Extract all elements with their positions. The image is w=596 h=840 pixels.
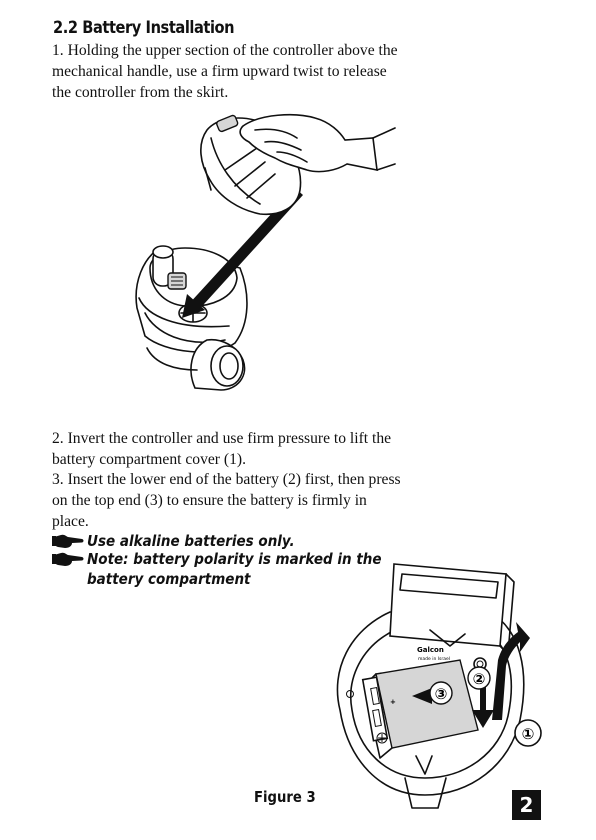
note-polarity: Note: battery polarity is marked in the … <box>52 549 414 589</box>
pointing-hand-icon <box>52 552 84 566</box>
callout-1-circle <box>514 719 542 747</box>
note-line: Note: battery polarity is marked in the <box>87 550 382 568</box>
figure-caption: Figure 3 <box>254 788 316 806</box>
step-1-line: the controller from the skirt. <box>52 84 229 101</box>
callout-3-circle <box>429 681 453 705</box>
callout-markers: ③ ② ① <box>429 666 542 747</box>
step-2-line: 2. Invert the controller and use firm pr… <box>52 430 392 447</box>
step-3-line: on the top end (3) to ensure the battery… <box>52 492 367 509</box>
step-1-text: 1. Holding the upper section of the cont… <box>52 40 398 103</box>
controller-removal-illustration <box>135 113 396 391</box>
note-line: battery compartment <box>87 570 251 588</box>
callout-1: ① <box>522 725 535 743</box>
callout-3: ③ <box>435 685 448 703</box>
step-2-line: battery compartment cover (1). <box>52 451 246 468</box>
step-1-line: 1. Holding the upper section of the cont… <box>52 42 398 59</box>
battery-drawing: + <box>361 659 479 759</box>
step-1-line: mechanical handle, use a firm upward twi… <box>52 63 387 80</box>
step-3-line: place. <box>52 513 89 530</box>
note-alkaline: Use alkaline batteries only. <box>52 531 318 551</box>
section-heading: 2.2 Battery Installation <box>53 18 235 38</box>
brand-text: Galcon <box>417 646 444 654</box>
page-number-badge: 2 <box>512 790 541 820</box>
battery-compartment-illustration: + Galcon made in Israel ③ ② ① <box>336 563 542 809</box>
motion-arrow <box>182 188 303 318</box>
step-2-text: 2. Invert the controller and use firm pr… <box>52 428 391 470</box>
pointing-hand-icon <box>52 534 84 548</box>
mechanical-handle-drawing <box>152 245 187 290</box>
plus-sign: + <box>390 698 396 706</box>
step-3-text: 3. Insert the lower end of the battery (… <box>52 469 401 532</box>
note-text: Note: battery polarity is marked in the … <box>87 549 382 589</box>
step-3-line: 3. Insert the lower end of the battery (… <box>52 471 401 488</box>
arrows-drawing <box>412 622 530 728</box>
note-text: Use alkaline batteries only. <box>87 532 295 550</box>
made-in-text: made in Israel <box>418 656 450 662</box>
callout-2: ② <box>473 670 486 688</box>
hand-drawing <box>239 113 396 173</box>
callout-2-circle <box>467 666 491 690</box>
